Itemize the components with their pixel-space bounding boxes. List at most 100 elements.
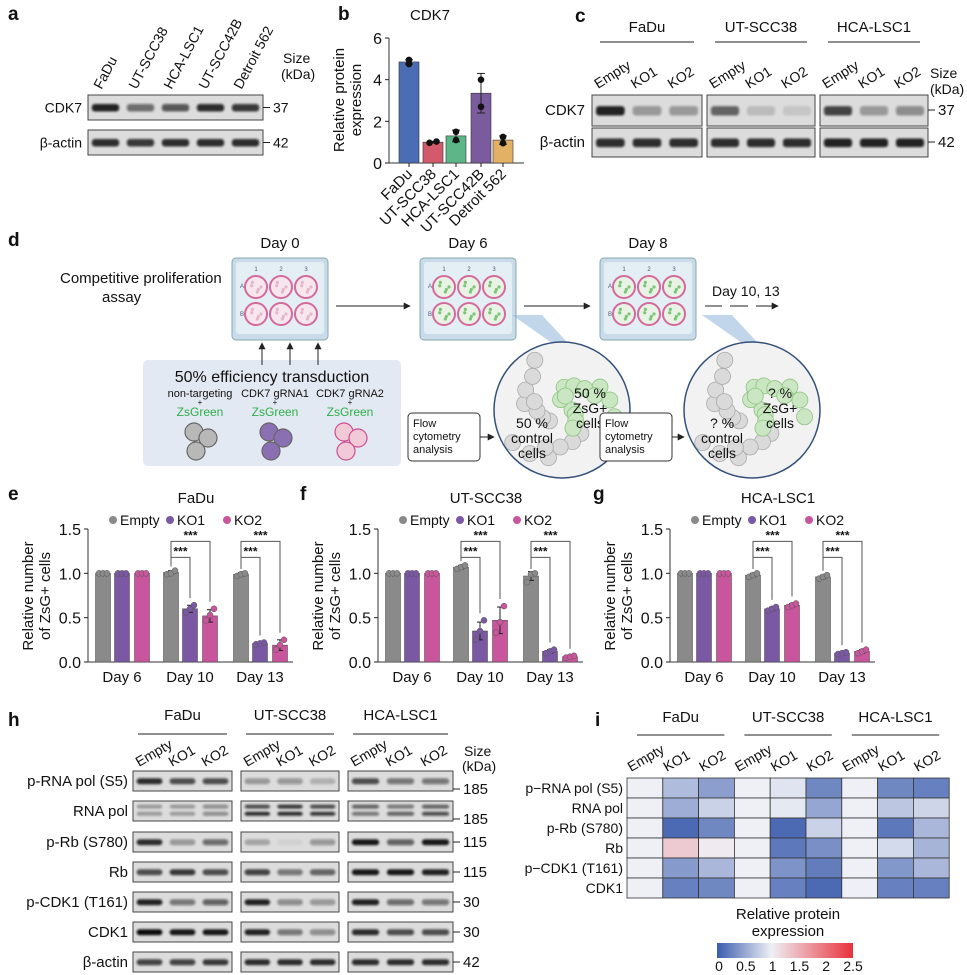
lane-label: KO1 [742,63,774,92]
cell-dot [618,307,622,311]
significance-label: *** [173,544,187,558]
blot-band [309,869,336,876]
cell-dot [275,307,279,311]
cell [524,368,541,385]
cell-dot [648,317,652,321]
size-header: Size [464,743,491,759]
blot-FaDu [591,127,703,158]
blot-band [277,778,303,785]
heatmap-cell [769,837,807,859]
y-axis-label: Relative number [602,541,619,650]
blot-band [596,138,625,148]
size-label: 30 [463,894,480,911]
blot-band [710,138,740,148]
lane-label: Empty [133,736,175,770]
row-label: p−CDK1 (T161) [525,860,623,876]
colorbar-title: Relative protein [736,906,840,923]
lane-label: KO2 [891,63,923,92]
blot-band [421,778,450,785]
column-label: KO2 [804,747,836,775]
cell-dot [494,314,498,319]
blot-band [231,139,260,147]
heatmap-cell [877,877,914,899]
cell [776,387,794,405]
data-point [499,133,507,141]
plate-well [662,302,686,326]
legend-label: KO1 [177,512,205,528]
size-label: 115 [463,864,487,881]
cell [711,445,729,462]
size-label: 185 [463,811,488,828]
data-point [842,648,850,656]
blot-band [126,139,155,147]
heatmap-cell [805,857,843,879]
plate-col-label: 1 [622,267,626,273]
row-label: RNA pol [73,803,128,820]
lane-label: KO2 [418,742,450,770]
row-label: p−RNA pol (S5) [525,780,623,796]
size-header: (kDa) [462,758,496,774]
data-point [190,602,198,609]
y-axis-label: expression [348,64,365,137]
data-point [531,570,539,577]
row-label: CDK1 [586,880,624,896]
blot-band [351,778,380,785]
control-percent-label: 50 % [516,415,548,431]
size-label: 185 [463,781,488,798]
data-point [492,629,500,636]
blot-band [161,139,190,147]
heatmap-cell [913,777,950,799]
heatmap-cell [626,817,664,839]
blot-membrane [132,800,233,822]
blot-band [202,804,229,809]
legend-label: KO2 [524,512,552,528]
plate-well [612,302,636,326]
blot-band [169,839,196,846]
legend-label: KO2 [234,512,262,528]
bar [784,605,800,663]
panel-letter-e: e [8,484,19,505]
blot-band [231,104,260,112]
cell-dot [284,312,288,316]
significance-label: *** [755,544,769,558]
heatmap-cell [769,777,807,799]
cell-dot [280,290,284,294]
blot-band [277,804,303,809]
data-point [452,128,460,136]
size-label: 37 [938,102,955,119]
cell-dot [305,317,309,321]
column-label: Empty [839,741,881,775]
significance-label: *** [533,544,547,558]
cell-dot [275,280,279,284]
heatmap-cell [769,877,807,899]
blot-RNA pol [240,800,340,822]
cell-dot [256,287,260,292]
cell-dot [494,287,498,292]
plate-col-label: 2 [647,267,651,273]
x-tick-label: Day 6 [392,669,431,686]
lane-label: FaDu [90,54,120,92]
blot-CDK1 [132,921,233,943]
cell-dot [472,285,476,289]
x-tick-label: Day 10 [166,669,214,686]
heatmap-cell [626,797,664,819]
day-label: Day 8 [628,235,667,252]
blot-band [386,778,415,785]
data-point [477,103,485,111]
plate-well [269,275,293,299]
row-label: β-actin [83,954,128,971]
plate-col-label: 2 [279,267,283,273]
cell-dot [618,280,622,284]
blot-band [632,106,662,116]
heatmap-cell [626,837,664,859]
cell-dot [623,290,627,294]
cell [746,387,764,405]
cell-dot [627,312,631,316]
cell-dot [250,284,254,288]
blot-band [169,778,196,785]
blot-Rb [132,861,233,883]
blot-band [277,869,303,876]
heatmap-cell [841,837,878,859]
y-tick-label: 0.5 [641,611,663,628]
cell-dot [309,285,313,289]
